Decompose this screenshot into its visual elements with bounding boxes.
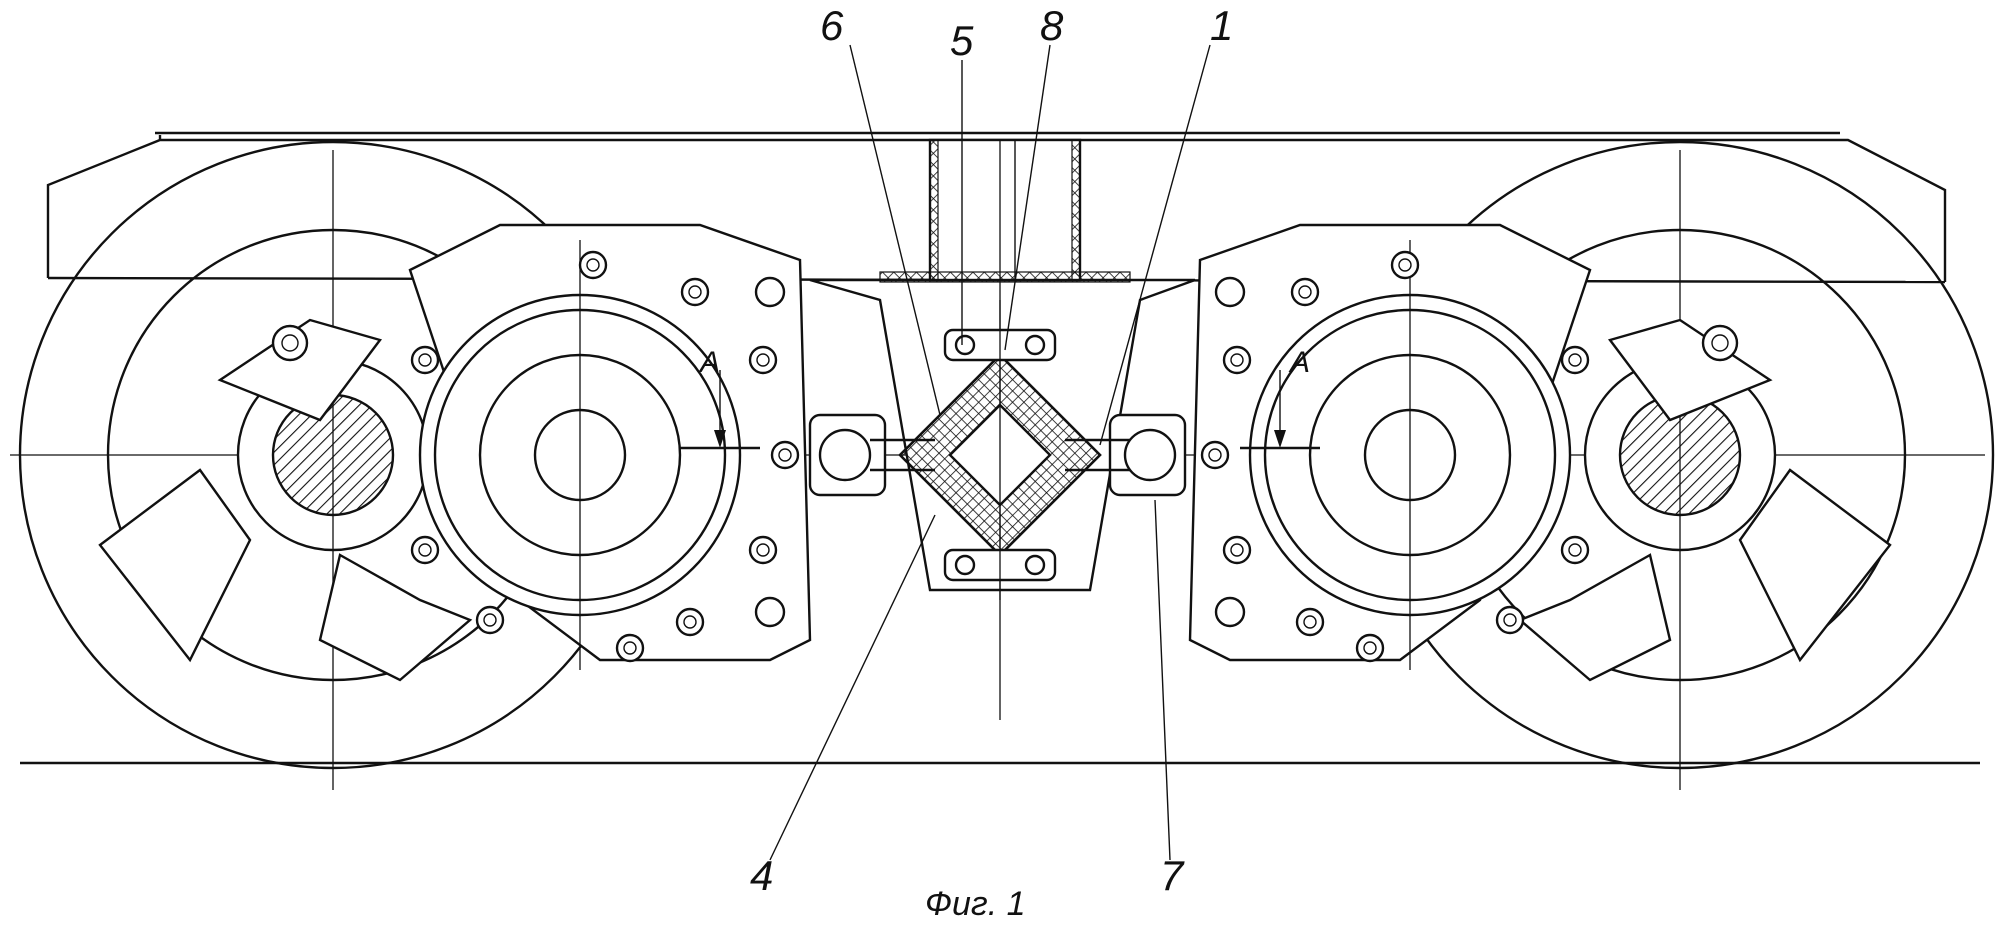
- callout-7: 7: [1160, 852, 1185, 899]
- callout-5: 5: [950, 17, 974, 64]
- left-section-mark: A: [698, 346, 720, 379]
- right-gearbox: A: [1190, 225, 1590, 670]
- figure-caption: Фиг. 1: [925, 885, 1026, 923]
- callout-4: 4: [750, 852, 773, 899]
- callout-1: 1: [1210, 2, 1233, 49]
- right-section-mark: A: [1288, 346, 1310, 379]
- upper-box-section: [930, 140, 1080, 280]
- callout-8: 8: [1040, 2, 1064, 49]
- callout-6: 6: [820, 2, 844, 49]
- left-gearbox: A: [410, 225, 810, 670]
